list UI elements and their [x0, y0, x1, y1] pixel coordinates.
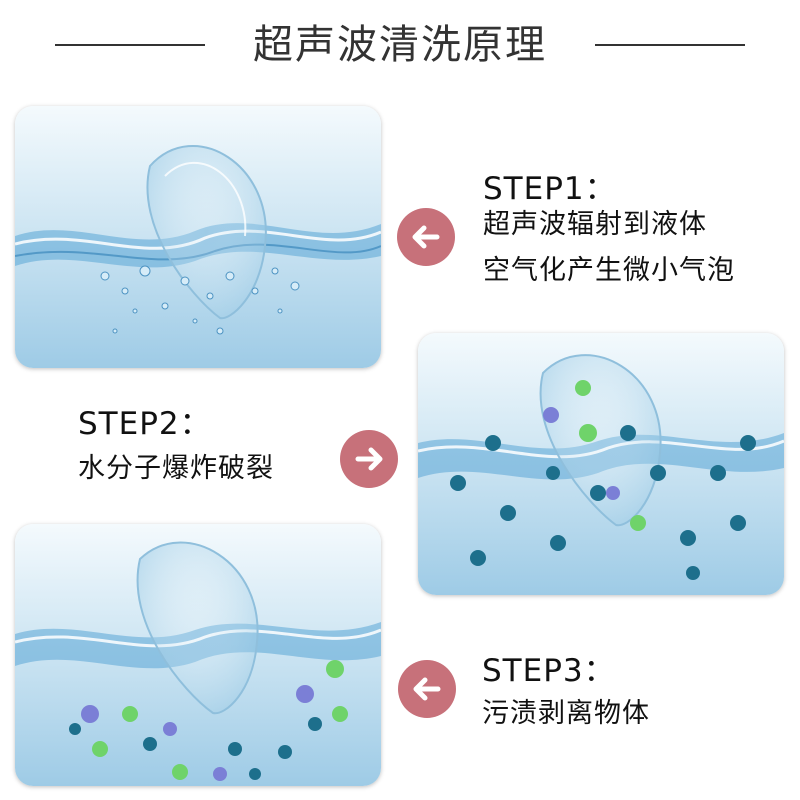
- lens-bubbles-image: [15, 106, 381, 368]
- step3-description-line1: 污渍剥离物体: [482, 698, 650, 729]
- title-rule-left: [55, 44, 205, 46]
- step2-label: STEP2：: [78, 406, 212, 442]
- step1-description-line1: 超声波辐射到液体: [483, 209, 707, 240]
- step3-label: STEP3：: [482, 653, 616, 689]
- title-rule-right: [595, 44, 745, 46]
- step2-description-line1: 水分子爆炸破裂: [78, 453, 274, 484]
- arrow-right-icon: [340, 430, 398, 488]
- page-title: 超声波清洗原理: [253, 22, 547, 68]
- lens-germs-surface-image: [418, 333, 784, 595]
- arrow-left-icon: [398, 660, 456, 718]
- arrow-left-icon: [397, 208, 455, 266]
- step1-description-line2: 空气化产生微小气泡: [483, 255, 735, 286]
- lens-germs-detached-image: [15, 524, 381, 786]
- step1-label: STEP1：: [483, 171, 617, 207]
